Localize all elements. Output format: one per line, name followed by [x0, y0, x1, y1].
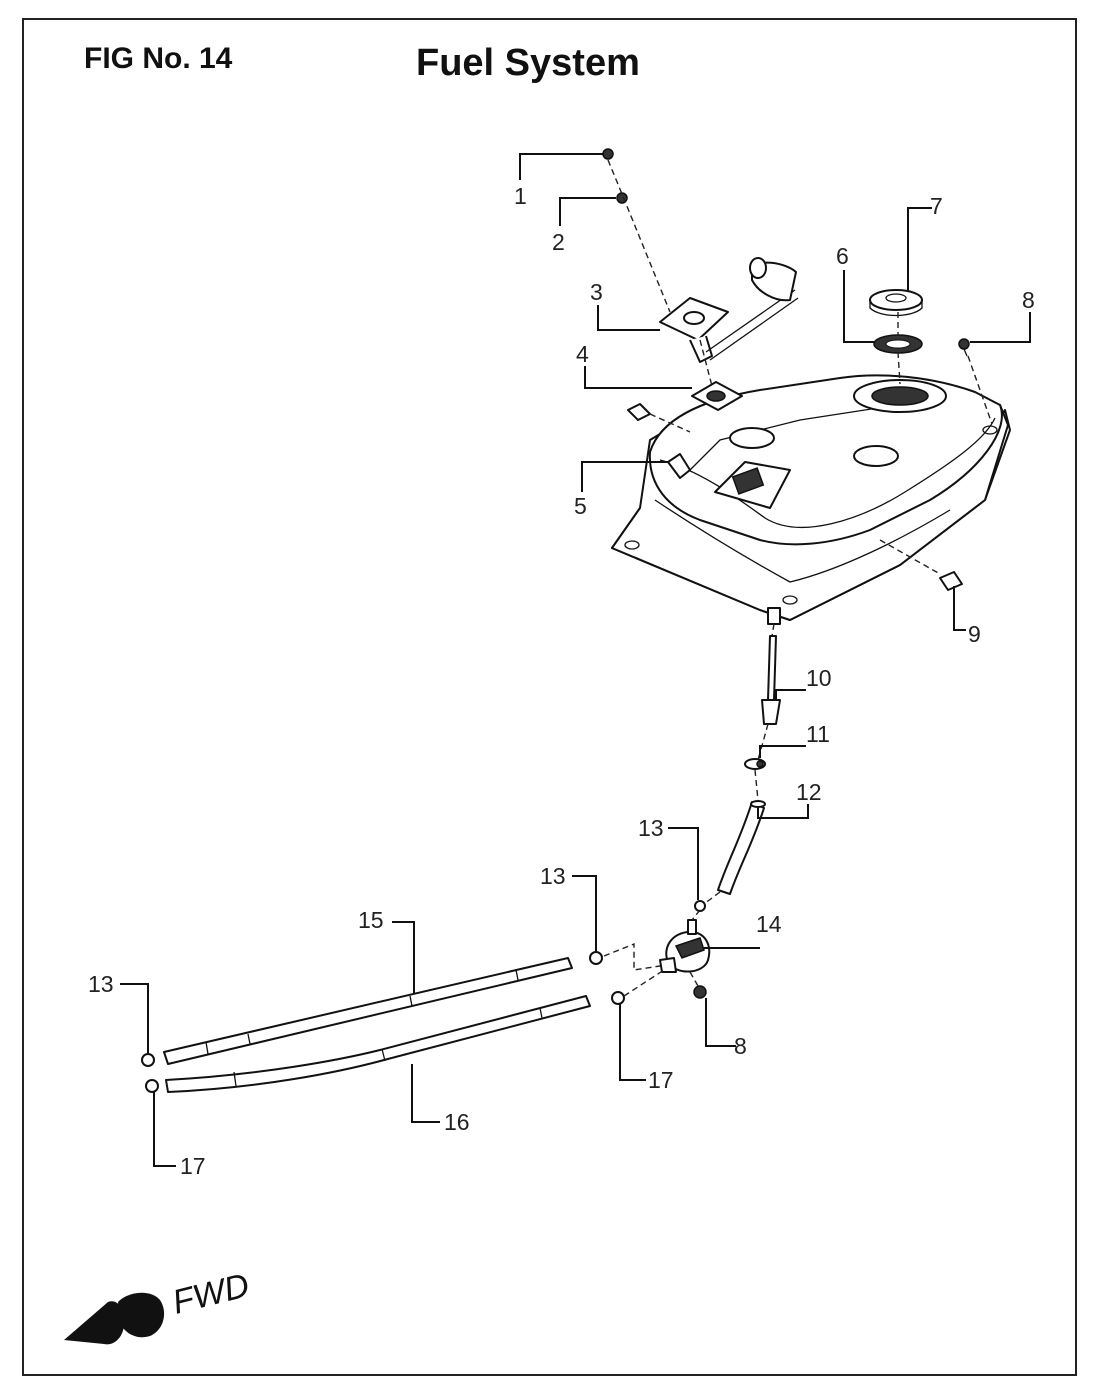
fwd-arrow-tip [64, 1301, 125, 1345]
part-11-clamp [744, 758, 766, 770]
part-16-hose [165, 995, 591, 1093]
callout-5: 5 [574, 493, 587, 519]
callout-6: 6 [836, 243, 849, 269]
fwd-label: FWD [169, 1266, 253, 1322]
part-4-gasket [691, 381, 743, 411]
callout-4: 4 [576, 341, 589, 367]
leader-lines [120, 153, 1031, 1167]
callout-17-mid: 17 [648, 1067, 674, 1093]
callout-3: 3 [590, 279, 603, 305]
callout-13-pump: 13 [638, 815, 664, 841]
callout-numbers: 1 2 3 4 5 6 7 8 9 10 11 12 13 13 13 14 1… [88, 183, 1035, 1179]
callout-2: 2 [552, 229, 565, 255]
part-8-bolt-tank [958, 338, 970, 357]
part-10-fuel-filter [761, 635, 781, 725]
figure-number: FIG No. 14 [84, 42, 233, 75]
part-17-clamp-mid [611, 991, 625, 1005]
callout-11: 11 [806, 721, 830, 747]
callout-12: 12 [796, 779, 822, 805]
part-3-fuel-level-sender [659, 257, 799, 363]
callout-8-valve: 8 [734, 1033, 747, 1059]
part-14-fuel-valve [659, 919, 711, 973]
callout-16: 16 [444, 1109, 470, 1135]
part-13-clamp-end [141, 1053, 155, 1067]
callout-9: 9 [968, 621, 981, 647]
callout-15: 15 [358, 907, 384, 933]
callout-14: 14 [756, 911, 782, 937]
fuel-tank [611, 374, 1011, 625]
forward-direction-indicator: FWD [64, 1266, 253, 1345]
part-17-clamp-end [145, 1079, 159, 1093]
callout-17-end: 17 [180, 1153, 206, 1179]
callout-13-end: 13 [88, 971, 114, 997]
part-6-seal-ring [873, 334, 923, 354]
diagram-frame [22, 18, 1077, 1376]
part-7-filler-cap [869, 289, 923, 317]
part-13-clamp-pump [694, 900, 706, 912]
callout-10: 10 [806, 665, 832, 691]
part-12-fuel-hose [717, 800, 766, 895]
callout-13-mid: 13 [540, 863, 566, 889]
callout-1: 1 [514, 183, 527, 209]
callout-8-tank: 8 [1022, 287, 1035, 313]
callout-7: 7 [930, 193, 943, 219]
part-13-clamp-mid [589, 951, 603, 965]
part-8-bolt-valve [693, 985, 707, 999]
part-15-hose [163, 957, 573, 1065]
diagram-title: Fuel System [416, 42, 640, 84]
grommet-left [627, 403, 651, 421]
part-9-grommet [939, 571, 963, 591]
part-1-bolt [602, 148, 614, 160]
fwd-arrow-body [118, 1292, 165, 1338]
